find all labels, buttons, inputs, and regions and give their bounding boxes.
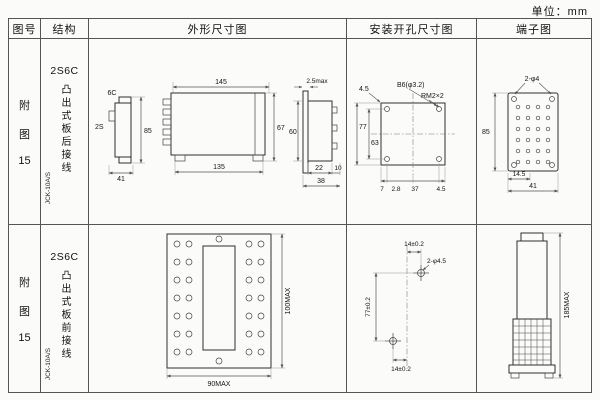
terminal-grid <box>513 319 551 365</box>
dim-label: 2.5max <box>306 78 328 85</box>
fig-no-row2: 附 图 15 <box>9 225 41 392</box>
header-fig-no: 图号 <box>9 19 41 39</box>
fig-char: 图 <box>19 128 30 141</box>
mounting-drawing-row2: 14±0.2 2-φ4.5 77±0.2 14±0.2 <box>365 241 446 373</box>
fig-number: 15 <box>18 331 31 344</box>
fig-char: 附 <box>19 99 30 112</box>
outline-cell-row1: 6C 2S 85 41 145 <box>89 39 347 225</box>
model-label: 2S6C <box>50 251 79 263</box>
part-number-label: JCK-10A/S <box>45 171 52 204</box>
terminal-screw-grid <box>173 240 265 356</box>
dim-label: 85 <box>482 129 490 136</box>
dim-label: 77±0.2 <box>365 297 372 317</box>
wiring-type-label: 凸出式板后接线 <box>59 84 70 175</box>
dim-label: 2S <box>95 124 104 131</box>
dim-label: 10 <box>334 165 342 172</box>
dim-label: 14±0.2 <box>404 241 424 248</box>
screw-spec-label: RM2×2 <box>421 93 444 100</box>
unit-label: 单位：mm <box>531 6 588 18</box>
dim-label: 77 <box>359 124 367 131</box>
outline-front-drawing: 145 135 67 <box>162 79 285 175</box>
dim-label: 41 <box>529 183 537 190</box>
header-mounting: 安装开孔尺寸图 <box>347 19 477 39</box>
dim-label: 63 <box>371 140 379 147</box>
dim-label: 7 <box>380 186 384 193</box>
dim-label: 67 <box>277 125 285 132</box>
dim-label: 6C <box>108 90 117 97</box>
hole-spec-label: B6(φ3.2) <box>397 82 425 89</box>
header-structure: 结构 <box>41 19 89 39</box>
structure-row2: 2S6C 凸出式板前接线 JCK-10A/S <box>41 225 89 392</box>
part-number-label: JCK-10A/S <box>45 347 52 380</box>
mounting-cell-row1: 4.5 B6(φ3.2) RM2×2 77 63 <box>347 39 477 225</box>
dim-label: 41 <box>117 176 125 183</box>
outline-side-drawing: 2.5max 60 22 10 <box>289 78 342 188</box>
hole-spec-label: 2-φ4.5 <box>427 258 446 265</box>
terminal-hole-grid <box>515 104 551 165</box>
terminal-drawing-row1: 2-φ4 85 <box>482 76 559 193</box>
dim-label: 4.5 <box>359 86 369 93</box>
dim-label: 60 <box>289 129 297 136</box>
dim-label: 185MAX <box>564 291 571 318</box>
mounting-drawing-row1: 4.5 B6(φ3.2) RM2×2 77 63 <box>354 82 455 193</box>
spec-table: 图号 结构 外形尺寸图 安装开孔尺寸图 端子图 附 图 15 2S6C 凸出式板… <box>8 18 592 393</box>
terminal-cell-row1: 2-φ4 85 <box>477 39 591 225</box>
mounting-cell-row2: 14±0.2 2-φ4.5 77±0.2 14±0.2 <box>347 225 477 392</box>
header-terminal: 端子图 <box>477 19 591 39</box>
fig-char: 图 <box>19 305 30 318</box>
outline-profile-drawing: 6C 2S 85 41 <box>95 90 152 183</box>
outline-cell-row2: 100MAX 90MAX <box>89 225 347 392</box>
dim-label: 90MAX <box>208 381 231 388</box>
fig-number: 15 <box>18 154 31 167</box>
hole-spec-label: 2-φ4 <box>525 76 540 83</box>
dim-label: 14.5 <box>513 171 526 178</box>
dim-label: 145 <box>215 79 227 86</box>
dim-label: 85 <box>144 128 152 135</box>
terminal-drawing-row2: 185MAX <box>508 232 571 379</box>
header-outline: 外形尺寸图 <box>89 19 347 39</box>
terminal-cell-row2: 185MAX <box>477 225 591 392</box>
dim-label: 4.5 <box>436 186 445 193</box>
fig-char: 附 <box>19 276 30 289</box>
dim-label: 2.8 <box>391 186 400 193</box>
dim-label: 135 <box>213 164 225 171</box>
fig-no-row1: 附 图 15 <box>9 39 41 225</box>
dim-label: 22 <box>315 165 323 172</box>
structure-row1: 2S6C 凸出式板后接线 JCK-10A/S <box>41 39 89 225</box>
wiring-type-label: 凸出式板前接线 <box>59 270 70 361</box>
dim-label: 37 <box>411 186 419 193</box>
dim-label: 14±0.2 <box>391 366 411 373</box>
outline-front-drawing-row2: 100MAX 90MAX <box>166 233 292 388</box>
dim-label: 38 <box>317 178 325 185</box>
model-label: 2S6C <box>50 65 79 77</box>
dim-label: 100MAX <box>285 287 292 314</box>
